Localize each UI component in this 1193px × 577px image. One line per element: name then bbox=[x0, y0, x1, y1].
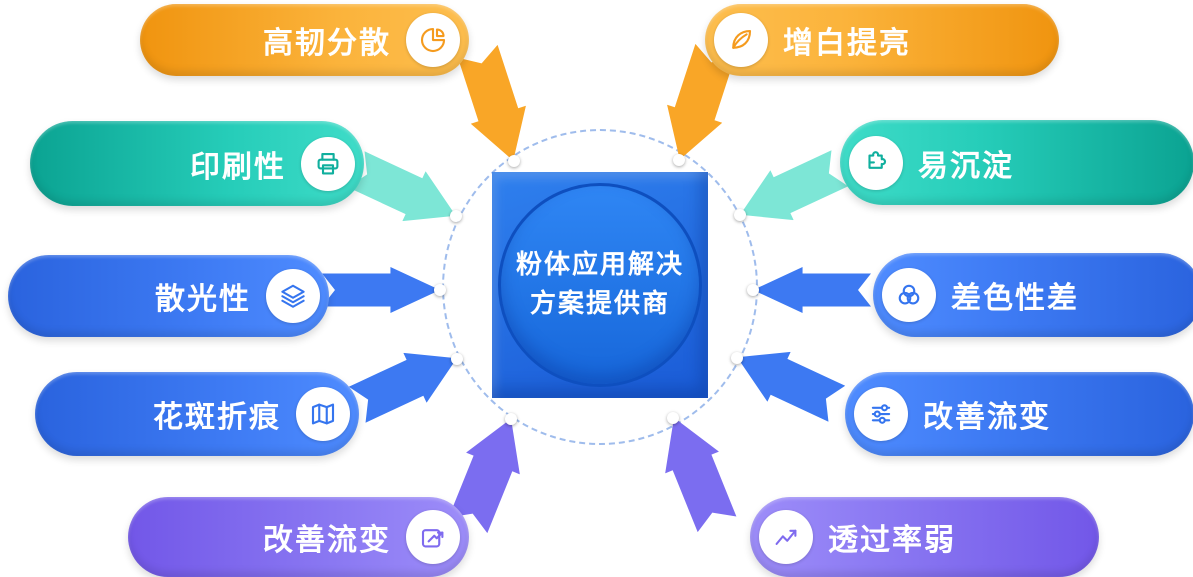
connector-dot bbox=[508, 155, 520, 167]
trend-box-icon bbox=[421, 529, 444, 548]
printer-icon bbox=[317, 152, 339, 174]
right-pill-5-label: 透过率弱 bbox=[828, 523, 956, 558]
arrow-upper-right bbox=[729, 143, 852, 239]
right-pill-4: 改善流变 bbox=[845, 372, 1193, 456]
center-badge: 粉体应用解决 方案提供商 bbox=[498, 183, 702, 387]
left-pill-3: 散光性 bbox=[8, 255, 329, 337]
right-pill-4-label: 改善流变 bbox=[923, 400, 1051, 435]
left-pill-2: 印刷性 bbox=[30, 121, 364, 206]
connector-dot bbox=[734, 209, 746, 221]
connector-dot bbox=[505, 413, 517, 425]
icon-badge bbox=[854, 387, 908, 441]
left-pill-5: 改善流变 bbox=[128, 497, 469, 577]
left-pill-3-label: 散光性 bbox=[155, 282, 251, 317]
arrow-mid-right bbox=[753, 267, 871, 313]
arrow-lower-left bbox=[346, 333, 469, 429]
right-pill-3-label: 差色性差 bbox=[951, 281, 1079, 316]
right-pill-2: 易沉淀 bbox=[840, 120, 1193, 205]
icon-badge bbox=[759, 510, 813, 564]
right-pill-2-label: 易沉淀 bbox=[918, 148, 1014, 184]
icon-badge bbox=[849, 135, 903, 190]
center-panel: 粉体应用解决 方案提供商 bbox=[492, 172, 708, 398]
connector-dot bbox=[673, 154, 685, 166]
icon-badge bbox=[714, 13, 768, 67]
map-icon bbox=[311, 403, 335, 425]
icon-badge bbox=[406, 13, 460, 67]
left-pill-1-label: 高韧分散 bbox=[263, 26, 391, 61]
icon-badge bbox=[296, 387, 350, 441]
right-pill-1-label: 增白提亮 bbox=[783, 26, 911, 61]
flow-sliders-icon bbox=[871, 404, 891, 424]
connector-dot bbox=[450, 210, 462, 222]
overlap-circles-icon bbox=[898, 284, 920, 305]
icon-badge bbox=[882, 268, 936, 322]
right-pill-5: 透过率弱 bbox=[750, 497, 1099, 577]
right-pill-3: 差色性差 bbox=[873, 253, 1193, 337]
connector-dot bbox=[731, 352, 743, 364]
center-title-line2: 方案提供商 bbox=[529, 289, 670, 319]
trend-line-icon bbox=[775, 529, 797, 545]
arrow-mid-left bbox=[322, 267, 440, 313]
connector-dot bbox=[747, 284, 759, 296]
icon-badge bbox=[406, 510, 460, 564]
leaf-icon bbox=[732, 29, 752, 49]
puzzle-icon bbox=[868, 150, 887, 169]
left-pill-1: 高韧分散 bbox=[140, 4, 469, 76]
left-pill-4-label: 花斑折痕 bbox=[153, 400, 281, 435]
pie-chart-icon bbox=[420, 27, 446, 53]
layers-icon bbox=[281, 284, 305, 308]
connector-dot bbox=[451, 353, 463, 365]
center-title-line1: 粉体应用解决 bbox=[515, 250, 684, 280]
left-pill-4: 花斑折痕 bbox=[35, 372, 359, 456]
icon-badge bbox=[301, 136, 355, 191]
right-pill-1: 增白提亮 bbox=[705, 4, 1059, 76]
left-pill-5-label: 改善流变 bbox=[263, 523, 391, 558]
icon-badge bbox=[266, 269, 320, 323]
connector-dot bbox=[434, 284, 446, 296]
left-pill-2-label: 印刷性 bbox=[190, 149, 286, 185]
connector-dot bbox=[667, 412, 679, 424]
